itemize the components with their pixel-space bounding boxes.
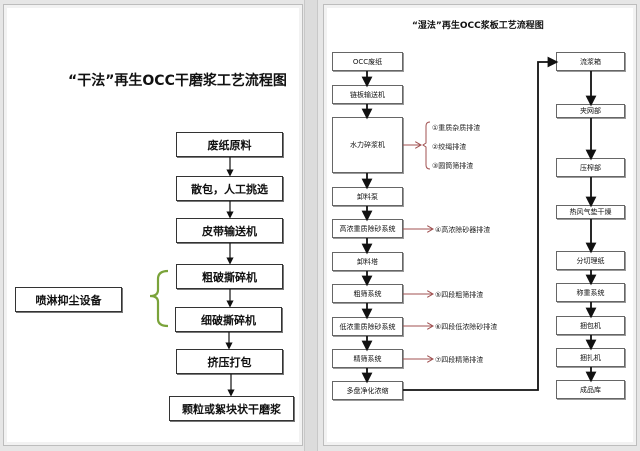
reject-ld-cleaner: ⑥四段低浓除砂排渣 xyxy=(435,323,498,331)
dump-tower: 卸料塔 xyxy=(332,252,403,271)
reject-fine-screen: ⑦四段精筛排渣 xyxy=(435,356,484,364)
baling-machine: 捆包机 xyxy=(556,316,625,335)
twin-wire-section: 夹网部 xyxy=(556,104,625,118)
reject-coarse-screen: ⑤四段粗筛排渣 xyxy=(435,291,484,299)
hydrapulper: 水力碎浆机 xyxy=(332,117,403,173)
page-gutter xyxy=(304,0,318,451)
occ-waste-paper: OCC废纸 xyxy=(332,52,403,71)
wet-process-panel: “湿法”再生OCC浆板工艺流程图 OCC废纸 链板输送机 水力碎浆机 卸料泵 高… xyxy=(323,4,637,446)
dry-process-panel: “干法”再生OCC干磨浆工艺流程图 废纸原料 散包，人工挑选 皮带输送机 粗破撕… xyxy=(3,4,303,446)
finished-goods-warehouse: 成品库 xyxy=(556,380,625,399)
step-fine-shredder: 细破撕碎机 xyxy=(175,307,282,332)
hd-cleaner-system: 高浓重质除砂系统 xyxy=(332,219,403,238)
air-float-dryer: 热风气垫干燥 xyxy=(556,205,625,219)
reject-hd-cleaner: ④高浓除砂器排渣 xyxy=(435,226,491,234)
fine-screen-system: 精筛系统 xyxy=(332,349,403,368)
step-waste-paper: 废纸原料 xyxy=(176,132,283,157)
reject-drum-screen: ③圆筒筛排渣 xyxy=(432,162,474,170)
green-brace xyxy=(149,269,169,328)
step-dry-pulp-output: 颗粒或絮块状干磨浆 xyxy=(169,396,294,421)
disc-thickener: 多盘净化浓缩 xyxy=(332,381,403,400)
coarse-screen-system: 粗筛系统 xyxy=(332,284,403,303)
spray-dust-suppression-box: 喷淋抑尘设备 xyxy=(15,287,122,312)
step-coarse-shredder: 粗破撕碎机 xyxy=(176,264,283,289)
reject-heavy-debris: ①重质杂质排渣 xyxy=(432,124,481,132)
step-compress-bale: 挤压打包 xyxy=(176,349,283,374)
ld-cleaner-system: 低浓重质除砂系统 xyxy=(332,317,403,336)
chain-conveyor: 链板输送机 xyxy=(332,85,403,104)
wet-process-title: “湿法”再生OCC浆板工艺流程图 xyxy=(412,21,544,31)
strapping-machine: 捆扎机 xyxy=(556,348,625,367)
headbox: 流浆箱 xyxy=(556,52,625,71)
discharge-brace xyxy=(422,121,431,170)
step-belt-conveyor: 皮带输送机 xyxy=(176,218,283,243)
dry-process-title: “干法”再生OCC干磨浆工艺流程图 xyxy=(68,73,287,89)
discharge-pump: 卸料泵 xyxy=(332,187,403,206)
step-unbale-sort: 散包，人工挑选 xyxy=(176,176,283,201)
weighing-system: 称重系统 xyxy=(556,283,625,302)
press-section: 压榨部 xyxy=(556,158,625,177)
reject-ragger-rope: ②绞绳排渣 xyxy=(432,143,467,151)
cutter-layboy: 分切理纸 xyxy=(556,251,625,270)
